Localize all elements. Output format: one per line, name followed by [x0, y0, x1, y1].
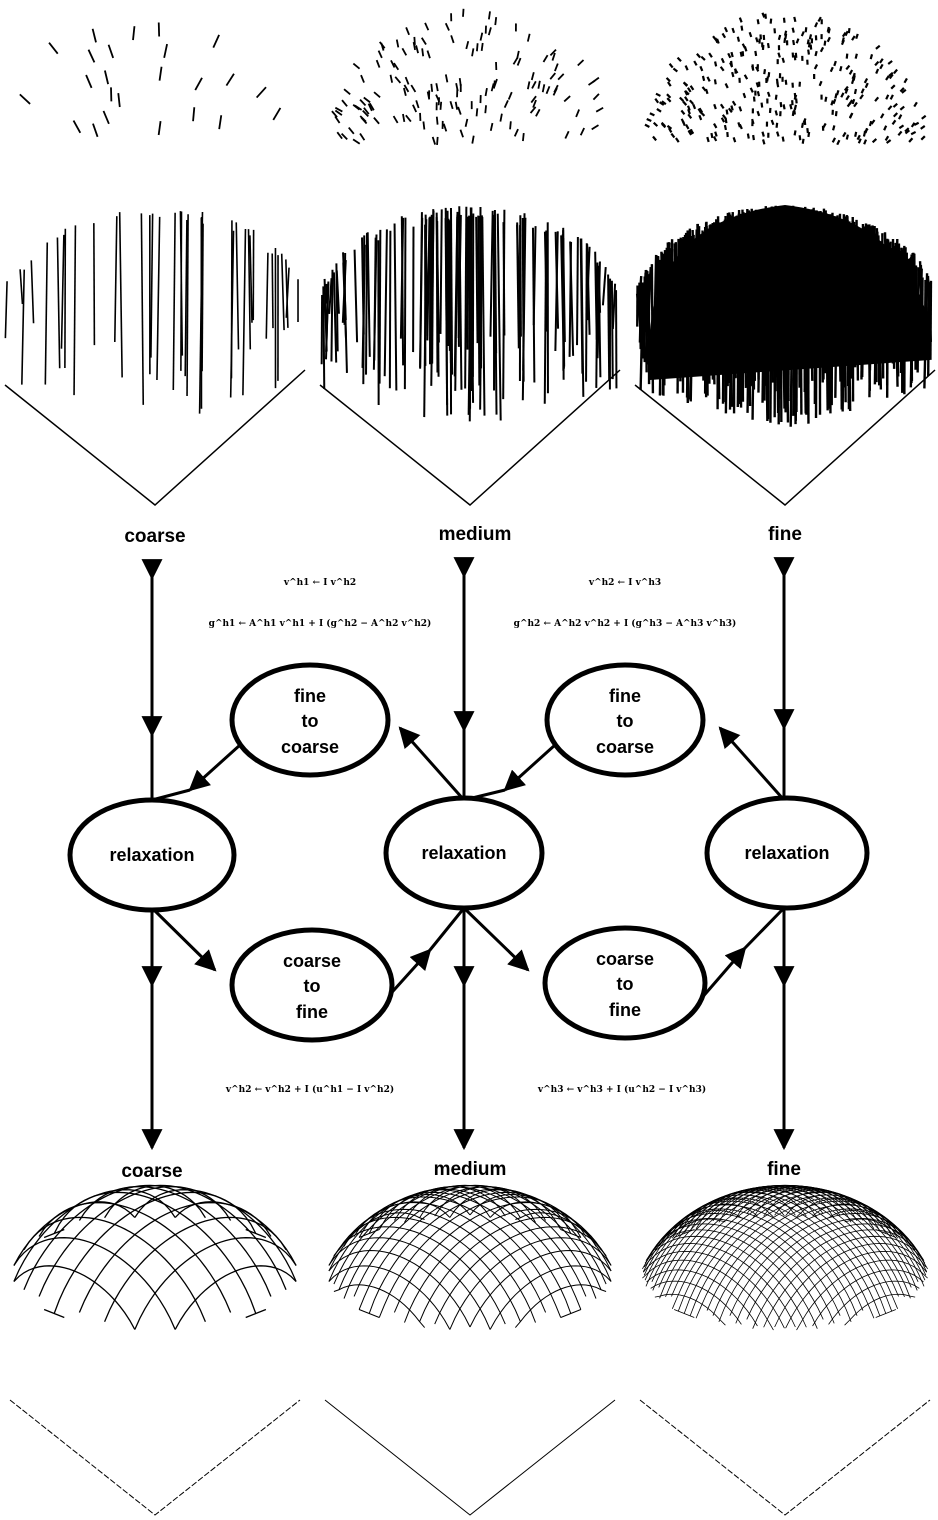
- node-coarse-to-fine-1: coarse to fine: [229, 927, 395, 1043]
- node-line: to: [302, 711, 319, 731]
- equation-prolongation-1: v^h2 ← v^h2 + I (u^h1 − I v^h2): [225, 1084, 394, 1095]
- node-line: fine: [294, 686, 326, 706]
- constraints-medium: [331, 8, 604, 145]
- equation-prolongation-2: v^h3 ← v^h3 + I (u^h2 − I v^h3): [537, 1084, 706, 1095]
- level-label-top-medium: medium: [439, 524, 512, 545]
- node-label: relaxation: [109, 845, 194, 865]
- node-coarse-to-fine-2: coarse to fine: [542, 925, 708, 1041]
- level-label-top-fine: fine: [768, 524, 802, 545]
- node-line: to: [617, 711, 634, 731]
- node-relaxation-fine: relaxation: [704, 795, 870, 911]
- node-line: to: [304, 976, 321, 996]
- level-label-bottom-medium: medium: [434, 1159, 507, 1180]
- node-line: coarse: [596, 949, 654, 969]
- equation-restriction-1a: v^h1 ← I v^h2: [283, 578, 356, 588]
- needle-plot-coarse: [4, 211, 306, 506]
- node-label: relaxation: [744, 843, 829, 863]
- node-line: fine: [296, 1002, 328, 1022]
- level-label-top-coarse: coarse: [124, 526, 185, 547]
- needle-plot-fine: [634, 205, 936, 506]
- equation-restriction-2a: v^h2 ← I v^h3: [588, 578, 661, 588]
- node-fine-to-coarse-2: fine to coarse: [544, 662, 706, 778]
- level-label-bottom-fine: fine: [767, 1159, 801, 1180]
- mesh-surface-medium: [324, 1184, 616, 1516]
- constraints-fine: [644, 12, 927, 146]
- node-fine-to-coarse-1: fine to coarse: [229, 662, 391, 778]
- equation-restriction-2b: g^h2 ← A^h2 v^h2 + I (g^h3 − A^h3 v^h3): [514, 618, 737, 629]
- needle-plot-medium: [319, 206, 621, 506]
- constraints-coarse: [19, 22, 282, 138]
- node-label: relaxation: [421, 843, 506, 863]
- node-relaxation-coarse: relaxation: [67, 797, 237, 913]
- node-line: to: [617, 974, 634, 994]
- node-line: coarse: [283, 951, 341, 971]
- node-line: coarse: [281, 737, 339, 757]
- node-line: fine: [609, 1000, 641, 1020]
- equation-restriction-1b: g^h1 ← A^h1 v^h1 + I (g^h2 − A^h2 v^h2): [209, 618, 432, 629]
- mesh-surface-fine: [639, 1184, 931, 1516]
- node-relaxation-medium: relaxation: [383, 795, 545, 911]
- node-line: coarse: [596, 737, 654, 757]
- mesh-surface-coarse: [9, 1184, 301, 1516]
- node-line: fine: [609, 686, 641, 706]
- level-label-bottom-coarse: coarse: [121, 1161, 182, 1182]
